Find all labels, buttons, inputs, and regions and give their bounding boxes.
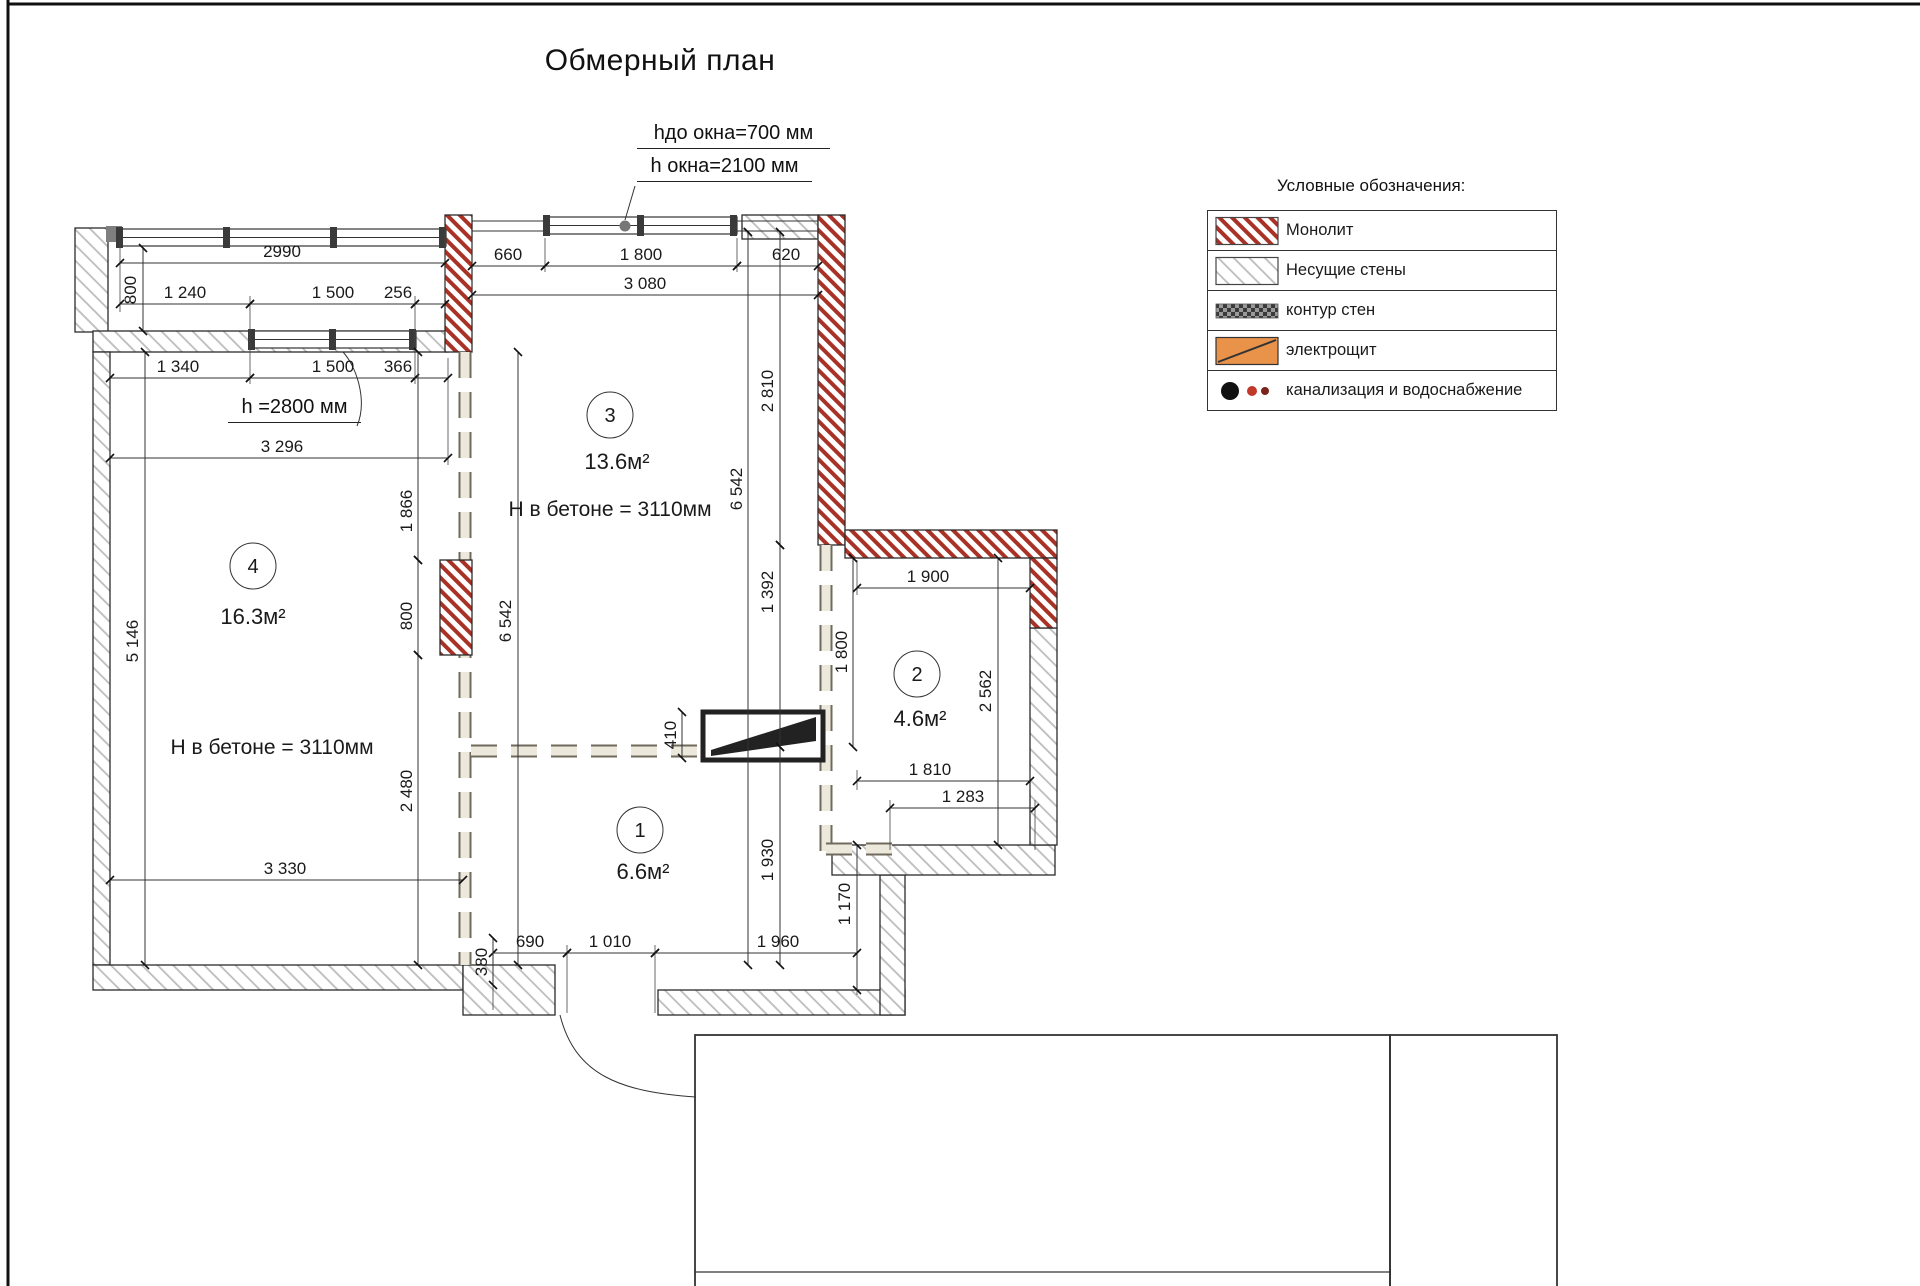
dim-410: 410: [661, 721, 680, 749]
room4-number-circle: [229, 542, 277, 590]
legend-label-monolith: Монолит: [1286, 221, 1354, 239]
monolith-column-top-middle: [444, 214, 473, 353]
room4-number: 4: [247, 556, 258, 578]
wall-contour-dashed: [458, 352, 893, 965]
bottom-step-wall: [462, 964, 556, 1016]
balcony-left-wall: [74, 227, 109, 333]
dim-3080: 3 080: [624, 274, 667, 293]
dim-2562: 2 562: [976, 670, 995, 713]
room-labels: 3 13.6м² Н в бетоне = 3110мм 4 16.3м² Н …: [170, 391, 947, 884]
legend-table: Монолит Несущие стены контур стен: [1207, 210, 1557, 411]
sewage-water-icon: [1221, 381, 1269, 400]
monolith-room2-top: [844, 529, 1058, 559]
monolith-room2-right: [1029, 557, 1058, 629]
dim-366: 366: [384, 357, 412, 376]
dim-5146: 5 146: [123, 620, 142, 663]
room3-number-circle: [586, 391, 634, 439]
dim-1283: 1 283: [942, 787, 985, 806]
dim-3330: 3 330: [264, 859, 307, 878]
dim-1800-room2: 1 800: [832, 631, 851, 674]
legend-row-wall-contour: контур стен: [1208, 291, 1556, 331]
balcony-window: [116, 227, 447, 248]
title-block: [694, 1034, 1558, 1286]
legend-row-sewage-water: канализация и водоснабжение: [1208, 371, 1556, 410]
room2-right-wall: [1029, 627, 1058, 846]
room4-area: 16.3м²: [220, 604, 285, 629]
legend-row-bearing-walls: Несущие стены: [1208, 251, 1556, 291]
room4-window: [248, 329, 417, 350]
dim-800-middle: 800: [397, 602, 416, 630]
windows: [116, 215, 818, 350]
dim-1010: 1 010: [589, 932, 632, 951]
room1-number-circle: [616, 806, 664, 854]
dim-1800-top: 1 800: [620, 245, 663, 264]
room1-right-wall: [879, 874, 906, 1016]
dim-6542-middle: 6 542: [496, 600, 515, 643]
dim-2480: 2 480: [397, 770, 416, 813]
legend-row-electrical-panel: электрощит: [1208, 331, 1556, 371]
dim-660: 660: [494, 245, 522, 264]
left-wall: [92, 351, 111, 966]
room3-number: 3: [604, 405, 615, 427]
room2-area: 4.6м²: [893, 706, 946, 731]
room2-number: 2: [911, 664, 922, 686]
dim-2810: 2 810: [758, 370, 777, 413]
room3-area: 13.6м²: [584, 449, 649, 474]
bottom-right-wall: [657, 989, 906, 1016]
room1-area: 6.6м²: [616, 859, 669, 884]
dim-620: 620: [772, 245, 800, 264]
wall-contour-icon: [1215, 303, 1279, 318]
room3-height-note: Н в бетоне = 3110мм: [508, 498, 711, 521]
bottom-left-wall: [92, 964, 464, 991]
dim-1866: 1 866: [397, 490, 416, 533]
legend-label-electrical-panel: электрощит: [1286, 341, 1377, 359]
legend-title: Условные обозначения:: [1277, 176, 1466, 195]
room3-window: [472, 215, 818, 236]
dimension-labels: 2990 800 1 240 1 500 256 660 1 800 620 3…: [121, 242, 995, 976]
monolith-walls: [444, 214, 1058, 629]
legend-label-wall-contour: контур стен: [1286, 301, 1376, 319]
dim-3296: 3 296: [261, 437, 304, 456]
room4-height-note: Н в бетоне = 3110мм: [170, 736, 373, 759]
dimension-lines: [105, 227, 1040, 995]
electrical-panel: [700, 709, 826, 763]
dim-800-left: 800: [121, 276, 140, 304]
monolith-hatch-icon: [1215, 216, 1279, 245]
legend: Условные обозначения: Монолит Несущие ст…: [1207, 176, 1557, 411]
dim-1810: 1 810: [909, 760, 952, 779]
leader-lines: [342, 185, 697, 1098]
electrical-panel-icon: [1215, 336, 1279, 365]
dim-1170: 1 170: [835, 883, 854, 926]
dim-1392: 1 392: [758, 571, 777, 614]
dim-256: 256: [384, 283, 412, 302]
sheet-frame: [6, 0, 1920, 1286]
window-sill-height-note: hдо окна=700 мм: [637, 122, 830, 149]
dim-2990: 2990: [263, 242, 301, 261]
window-leader-dot: [619, 220, 631, 232]
bearing-walls: [74, 214, 1058, 1016]
dim-6542-right: 6 542: [727, 468, 746, 511]
dim-1960: 1 960: [757, 932, 800, 951]
legend-label-bearing-walls: Несущие стены: [1286, 261, 1406, 279]
monolith-pier-middle: [439, 559, 473, 656]
dim-1930: 1 930: [758, 839, 777, 882]
room2-number-circle: [893, 650, 941, 698]
page-title: Обмерный план: [544, 44, 776, 77]
room1-number: 1: [634, 820, 645, 842]
room2-bottom-wall: [831, 844, 1056, 876]
legend-row-monolith: Монолит: [1208, 211, 1556, 251]
legend-label-sewage-water: канализация и водоснабжение: [1286, 381, 1523, 399]
dim-690: 690: [516, 932, 544, 951]
dim-380: 380: [472, 948, 491, 976]
dim-1900: 1 900: [907, 567, 950, 586]
bearing-wall-hatch-icon: [1215, 256, 1279, 285]
dim-1500-a: 1 500: [312, 283, 355, 302]
monolith-column-top-right: [817, 214, 846, 546]
dim-1240: 1 240: [164, 283, 207, 302]
window-height-note: h окна=2100 мм: [637, 155, 812, 182]
left-window-height-note: h =2800 мм: [228, 396, 361, 423]
dim-1340: 1 340: [157, 357, 200, 376]
dim-1500-b: 1 500: [312, 357, 355, 376]
